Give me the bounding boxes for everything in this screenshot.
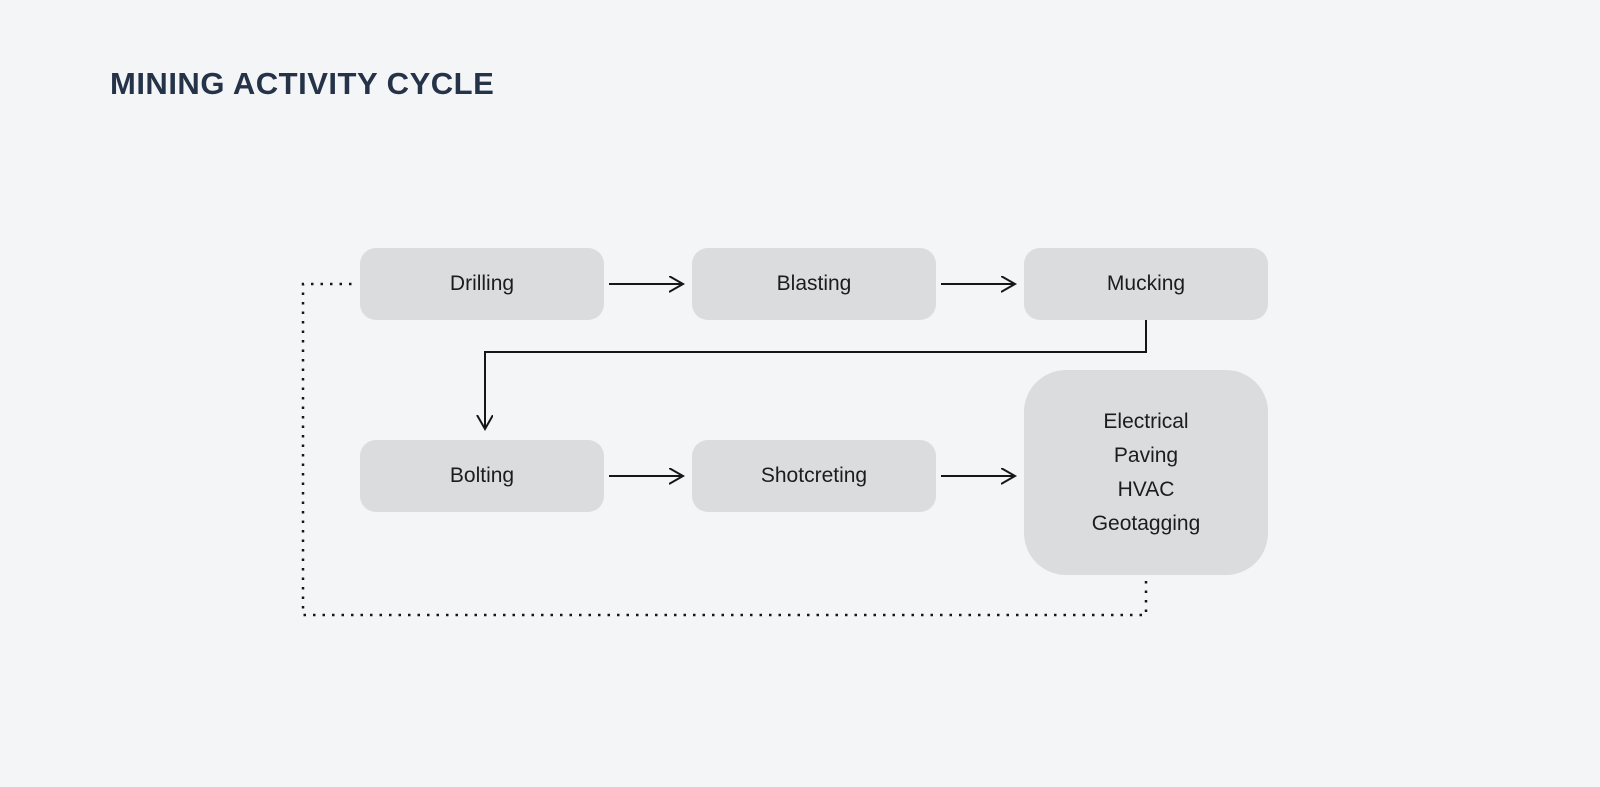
node-shotcreting: Shotcreting (692, 440, 936, 512)
node-label: Bolting (449, 464, 515, 487)
node-label-line: Electrical (1103, 409, 1189, 433)
node-bolting: Bolting (360, 440, 604, 512)
node-label: Shotcreting (760, 464, 868, 487)
node-label: Drilling (449, 272, 515, 295)
node-blasting: Blasting (692, 248, 936, 320)
node-label-line: Paving (1113, 443, 1179, 467)
node-label: Mucking (1106, 272, 1186, 295)
node-label-line: HVAC (1117, 477, 1175, 501)
node-mucking: Mucking (1024, 248, 1268, 320)
node-services: Electrical Paving HVAC Geotagging (1024, 370, 1268, 575)
page-title: MINING ACTIVITY CYCLE (110, 66, 495, 101)
node-label-line: Geotagging (1091, 511, 1201, 535)
node-label: Blasting (776, 272, 852, 295)
node-drilling: Drilling (360, 248, 604, 320)
